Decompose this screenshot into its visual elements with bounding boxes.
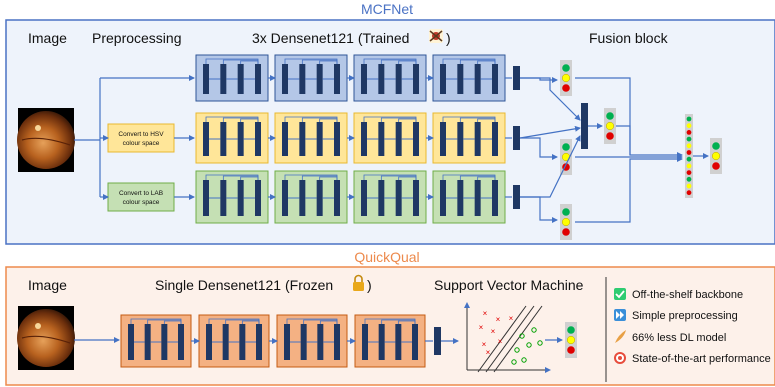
svm-class-b-mark — [511, 359, 517, 365]
benefit-text: Off-the-shelf backbone — [632, 289, 743, 301]
hsv-dense-block-4 — [432, 112, 506, 164]
quickqual-dense-block-4 — [354, 314, 426, 368]
rgb-dense-block-3 — [353, 54, 427, 102]
svm-class-a-mark: × — [498, 337, 503, 346]
svm-class-b-mark — [519, 333, 525, 339]
lab-traffic-light — [560, 204, 572, 240]
benefit-text: State-of-the-art performance — [632, 353, 771, 365]
quickqual-traffic-light — [565, 322, 577, 358]
svm-class-b-mark — [531, 327, 537, 333]
fast-forward-icon — [614, 309, 626, 321]
rgb-traffic-light — [560, 60, 572, 96]
benefit-text: Simple preprocessing — [632, 310, 738, 322]
quickqual-dense-block-2 — [198, 314, 270, 368]
mcfnet-densenet-rows — [195, 54, 520, 224]
mcfnet-input-connectors — [74, 75, 195, 200]
svm-class-a-mark: × — [491, 327, 496, 336]
svm-plot: ×××××××× — [464, 302, 551, 373]
mcfnet-fundus-image — [17, 108, 75, 172]
svm-header: Support Vector Machine — [434, 277, 584, 293]
svm-class-a-mark: × — [486, 348, 491, 357]
svm-class-b-mark — [514, 347, 520, 353]
lab-convert-box: Convert to LAB colour space — [107, 182, 175, 212]
quickqual-densenet-row — [120, 314, 459, 368]
hsv-label-line2: colour space — [123, 140, 160, 147]
fused-feature-vector — [581, 103, 588, 149]
quickqual-dense-block-3 — [276, 314, 348, 368]
quickqual-output-light — [565, 322, 577, 358]
lab-dense-block-3 — [353, 170, 427, 224]
mcfnet-fusion-header: Fusion block — [589, 30, 669, 46]
mcfnet-title: MCFNet — [361, 1, 413, 17]
svm-class-a-mark: × — [482, 340, 487, 349]
stacked-lights-vector — [685, 114, 693, 198]
svm-class-a-mark: × — [479, 323, 484, 332]
svm-class-b-mark — [526, 342, 532, 348]
fusion-block — [519, 60, 722, 240]
quickqual-backbone-header-close: ) — [367, 277, 372, 293]
mcfnet-image-header: Image — [28, 30, 67, 46]
rgb-dense-block-4 — [432, 54, 506, 102]
lab-dense-block-2 — [274, 170, 348, 224]
hsv-label-line1: Convert to HSV — [118, 131, 164, 138]
svm-class-a-mark: × — [509, 314, 514, 323]
rgb-dense-block-1 — [195, 54, 269, 102]
hsv-convert-box: Convert to HSV colour space — [107, 123, 175, 153]
lab-label-line1: Convert to LAB — [119, 190, 163, 197]
quickqual-dense-block-1 — [120, 314, 192, 368]
benefit-text: 66% less DL model — [632, 332, 726, 344]
svm-class-a-mark: × — [496, 315, 501, 324]
hsv-dense-block-1 — [195, 112, 269, 164]
mcfnet-preprocessing-header: Preprocessing — [92, 30, 182, 46]
svm-class-b-mark — [537, 340, 543, 346]
quickqual-image-header: Image — [28, 277, 67, 293]
quickqual-fundus-image — [17, 306, 75, 370]
mcfnet-backbone-header-close: ) — [446, 30, 451, 46]
quickqual-backbone-header: Single Densenet121 (Frozen — [155, 277, 333, 293]
hsv-dense-block-3 — [353, 112, 427, 164]
hsv-feature-vector — [513, 126, 520, 150]
quickqual-title: QuickQual — [354, 249, 419, 265]
check-icon — [614, 288, 626, 300]
feather-icon — [615, 330, 626, 343]
lab-dense-block-4 — [432, 170, 506, 224]
lab-dense-block-1 — [195, 170, 269, 224]
target-icon — [614, 352, 626, 364]
trained-icon — [429, 29, 443, 43]
rgb-feature-vector — [513, 66, 520, 90]
lab-feature-vector — [513, 185, 520, 209]
fused-traffic-light — [604, 108, 616, 144]
svm-class-b-mark — [521, 357, 527, 363]
mcfnet-backbone-header: 3x Densenet121 (Trained — [252, 30, 409, 46]
final-traffic-light — [710, 138, 722, 174]
lab-label-line2: colour space — [123, 199, 160, 206]
quickqual-feature-vector — [434, 327, 441, 355]
lock-icon — [353, 274, 364, 291]
rgb-dense-block-2 — [274, 54, 348, 102]
hsv-dense-block-2 — [274, 112, 348, 164]
svm-class-a-mark: × — [483, 309, 488, 318]
